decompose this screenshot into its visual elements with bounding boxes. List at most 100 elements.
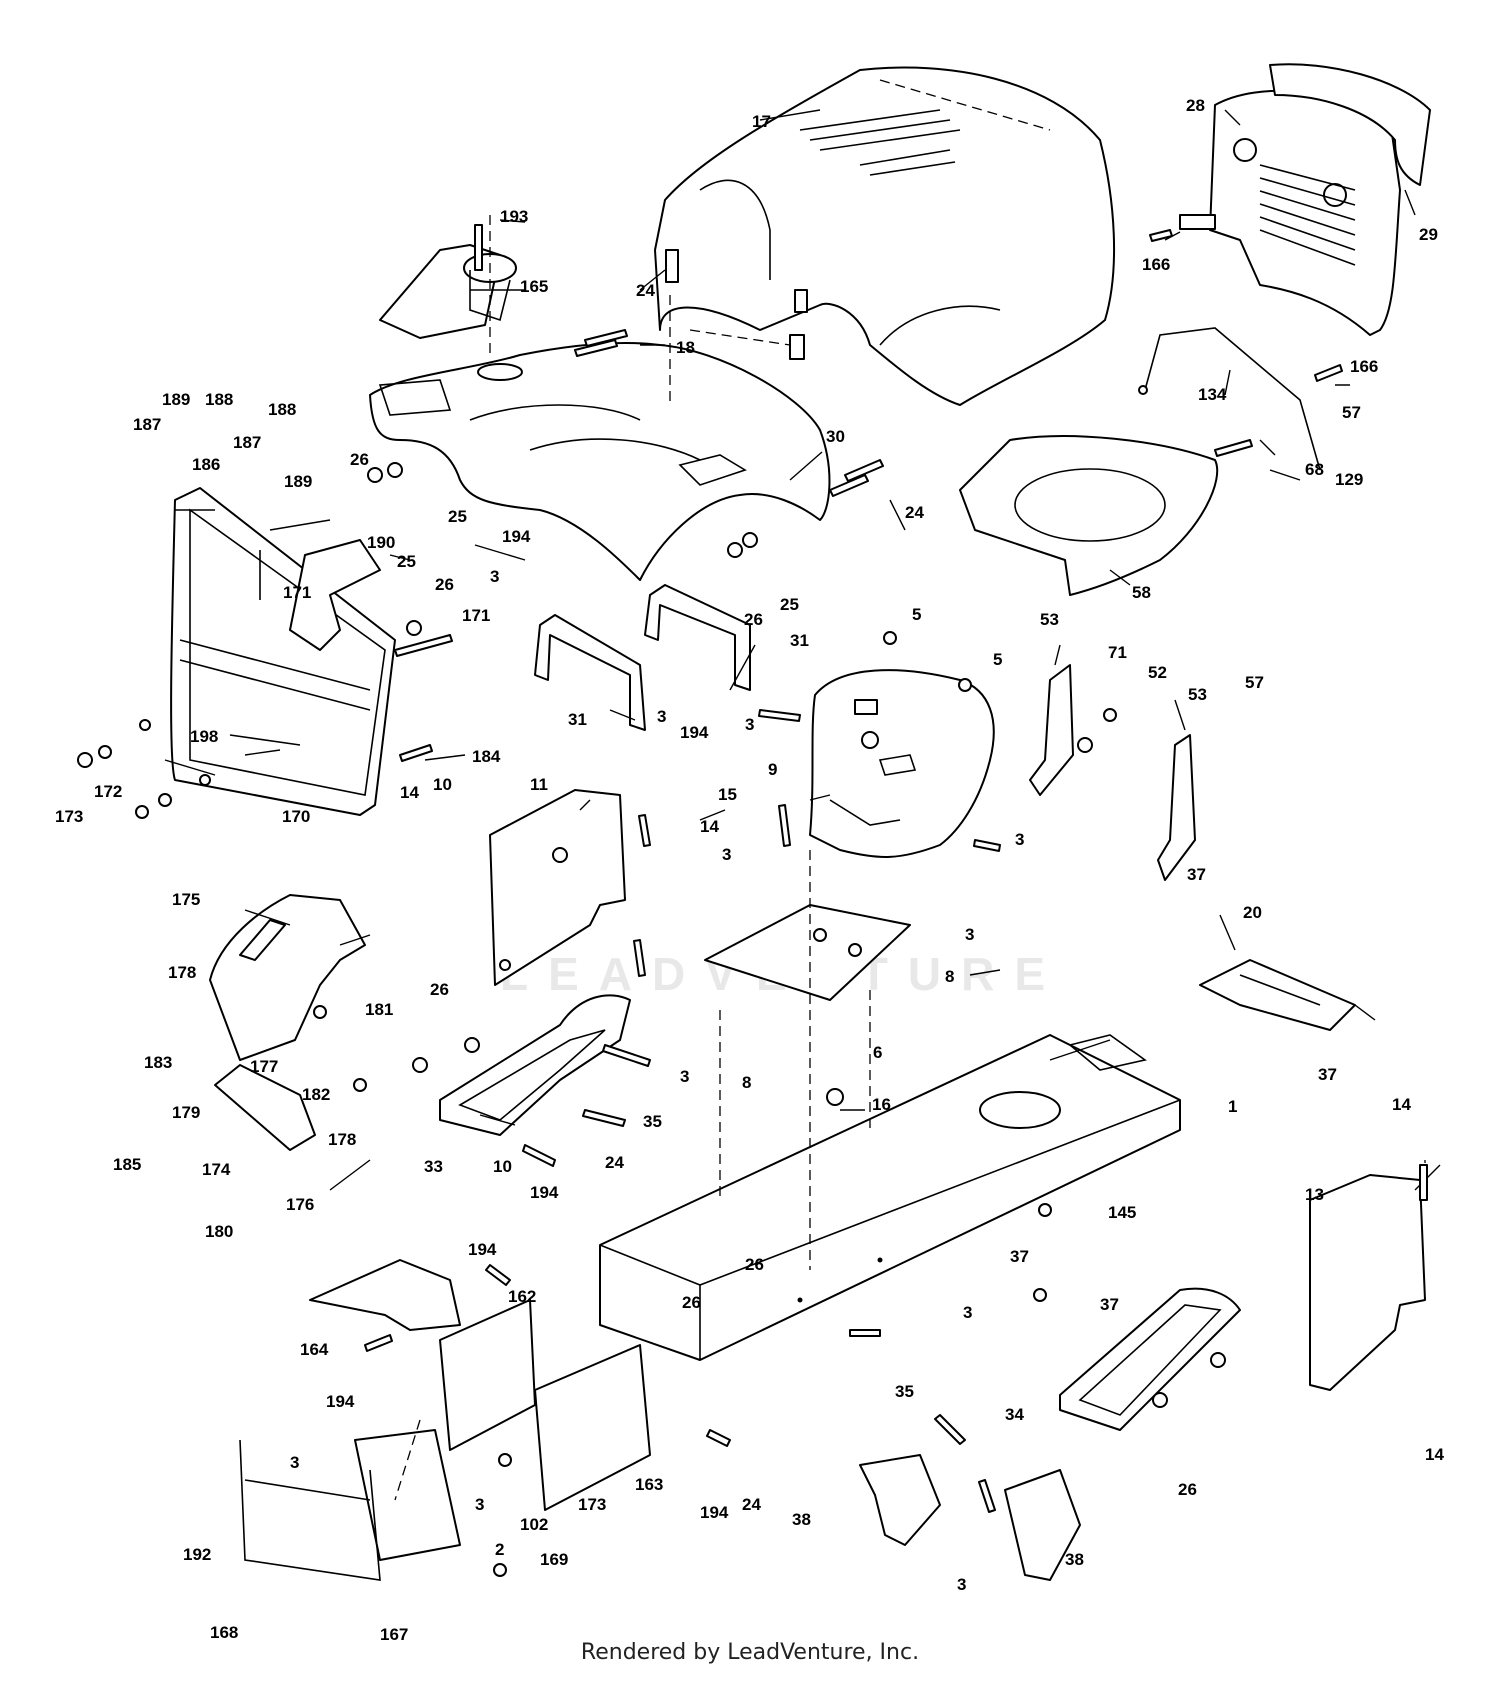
label-38a: 38 [792,1510,811,1529]
label-57a: 57 [1342,403,1361,422]
label-3a: 3 [490,567,499,586]
bracket-part-38a [859,1454,941,1546]
label-24b: 24 [905,503,924,522]
label-38b: 38 [1065,1550,1084,1569]
label-17: 17 [752,112,771,131]
label-1: 1 [1228,1097,1237,1116]
label-3f: 3 [965,925,974,944]
bracket-part-20 [1199,959,1356,1031]
label-183: 183 [144,1053,172,1072]
plate-part-53b [1157,734,1196,881]
bracket-part-31a [534,614,646,731]
label-14b: 14 [700,817,719,836]
label-145: 145 [1108,1203,1136,1222]
label-165: 165 [520,277,548,296]
label-26d: 26 [430,980,449,999]
label-52: 52 [1148,663,1167,682]
label-167: 167 [380,1625,408,1644]
label-58: 58 [1132,583,1151,602]
grille-cap-part-29 [1269,63,1431,186]
label-176: 176 [286,1195,314,1214]
label-20: 20 [1243,903,1262,922]
label-68: 68 [1305,460,1324,479]
label-24a: 24 [636,281,655,300]
plate-part-163 [534,1344,651,1511]
bracket-part-164 [309,1259,461,1331]
label-172: 172 [94,782,122,801]
label-185: 185 [113,1155,141,1174]
label-10b: 10 [493,1157,512,1176]
label-171b: 171 [462,606,490,625]
label-13: 13 [1305,1185,1324,1204]
label-33: 33 [424,1157,443,1176]
label-3h: 3 [963,1303,972,1322]
plate-part-53a [1029,664,1074,796]
label-14c: 14 [1392,1095,1411,1114]
label-26g: 26 [1178,1480,1197,1499]
label-194a: 194 [502,527,531,546]
label-5a: 5 [912,605,921,624]
label-31b: 31 [568,710,587,729]
label-3j: 3 [475,1495,484,1514]
label-24d: 24 [742,1495,761,1514]
label-166b: 166 [1350,357,1378,376]
label-188a: 188 [205,390,233,409]
label-187b: 187 [233,433,261,452]
label-194d: 194 [468,1240,497,1259]
label-3e: 3 [722,845,731,864]
label-35a: 35 [643,1112,662,1131]
dash-panel-part-9 [809,669,995,858]
label-129: 129 [1335,470,1363,489]
label-163: 163 [635,1475,663,1494]
label-193: 193 [500,207,528,226]
label-18: 18 [676,338,695,357]
label-192: 192 [183,1545,211,1564]
label-173b: 173 [578,1495,606,1514]
label-2: 2 [495,1540,504,1559]
label-28: 28 [1186,96,1205,115]
label-181: 181 [365,1000,393,1019]
label-10a: 10 [433,775,452,794]
label-170: 170 [282,807,310,826]
label-3b: 3 [745,715,754,734]
label-190: 190 [367,533,395,552]
label-168: 168 [210,1623,238,1642]
label-35b: 35 [895,1382,914,1401]
label-14d: 14 [1425,1445,1444,1464]
label-24c: 24 [605,1153,624,1172]
label-102: 102 [520,1515,548,1534]
panel-part-170 [170,487,396,816]
assembly-dashed-lines [394,215,1426,1501]
label-178a: 178 [168,963,196,982]
label-57b: 57 [1245,673,1264,692]
label-37d: 37 [1100,1295,1119,1314]
label-6: 6 [873,1043,882,1062]
label-194c: 194 [530,1183,559,1202]
label-180: 180 [205,1222,233,1241]
label-134: 134 [1198,385,1227,404]
plate-part-162 [439,1299,536,1451]
label-189a: 189 [162,390,190,409]
label-182: 182 [302,1085,330,1104]
label-184: 184 [472,747,501,766]
label-194b: 194 [680,723,709,742]
part-labels: 17 28 29 166 166 193 165 24 18 134 57 68… [55,96,1444,1644]
label-188b: 188 [268,400,296,419]
label-173a: 173 [55,807,83,826]
label-171a: 171 [283,583,311,602]
grille-part-28 [1179,89,1401,336]
label-8b: 8 [742,1073,751,1092]
label-5b: 5 [993,650,1002,669]
leader-lines [164,109,1441,1191]
bracket-part-31b [644,584,751,691]
footrest-part-33 [439,994,631,1136]
label-25a: 25 [448,507,467,526]
label-179: 179 [172,1103,200,1122]
bracket-part-174 [214,1064,316,1151]
label-8a: 8 [945,967,954,986]
hood-part-17 [654,66,1116,406]
footer-credit: Rendered by LeadVenture, Inc. [580,1640,920,1665]
label-162: 162 [508,1287,536,1306]
bracket-part-38b [1004,1469,1081,1581]
label-26a: 26 [350,450,369,469]
